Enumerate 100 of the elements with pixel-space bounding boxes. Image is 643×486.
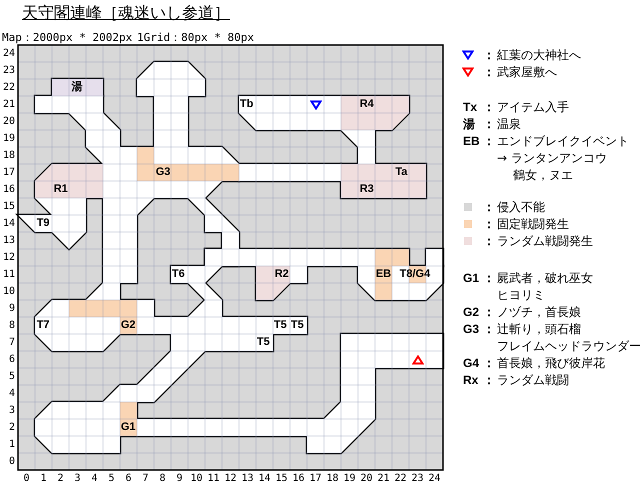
axis-tick-label: 12 [2,252,15,264]
axis-tick-label: 8 [8,320,15,332]
axis-tick-label: 5 [107,473,116,485]
axis-tick-label: 10 [189,473,204,485]
axis-tick-label: 13 [240,473,255,485]
map-label: R1 [54,182,68,197]
axis-tick-label: 2 [56,473,65,485]
axis-tick-label: 0 [8,456,15,468]
colon-separator: ： [483,354,495,372]
axis-tick-label: 23 [2,64,15,76]
axis-tick-label: 24 [2,48,15,60]
axis-tick-label: 22 [2,82,15,94]
axis-tick-label: 18 [325,473,340,485]
legend-text: 温泉 [497,116,521,132]
axis-tick-label: 17 [308,473,323,485]
legend-text: 首長娘，飛び彼岸花 [497,354,605,372]
map-label: Tb [240,97,254,112]
colon-separator: ： [483,216,495,232]
axis-tick-label: 4 [8,388,15,400]
colon-separator: ： [483,64,495,80]
axis-tick-label: 4 [90,473,99,485]
axis-tick-label: 22 [393,473,408,485]
map-label: Ta [395,165,408,180]
colon-separator: ： [483,232,495,250]
colon-separator: ： [483,198,495,216]
axis-tick-label: 18 [2,150,15,162]
axis-tick-label: 7 [8,336,15,348]
legend-text: 固定戦闘発生 [497,216,569,232]
axis-tick-label: 3 [73,473,82,485]
map-label: R3 [360,182,374,197]
axis-tick-label: 20 [359,473,374,485]
axis-tick-label: 16 [291,473,306,485]
legend-key: Tx [463,98,478,116]
axis-tick-label: 12 [223,473,238,485]
colon-separator: ： [483,46,495,64]
legend-key: G3 [463,320,480,338]
axis-tick-label: 13 [2,234,15,246]
axis-tick-label: 0 [22,473,31,485]
legend-text: 屍武者，破れ巫女ヒヨリミ [497,270,593,304]
map-label: G2 [120,318,136,333]
axis-tick-label: 24 [427,473,442,485]
axis-tick-label: 9 [175,473,184,485]
map-label: EB [376,267,392,282]
axis-tick-label: 1 [39,473,48,485]
axis-tick-label: 21 [376,473,391,485]
axis-tick-label: 14 [257,473,272,485]
grid-size-note: 1Grid：80px * 80px [137,32,254,44]
map-label: T9 [36,216,50,231]
axis-tick-label: 21 [2,98,15,110]
map-label: R2 [274,267,289,282]
map-label: T8/G4 [400,267,430,282]
legend-text: ランダム戦闘発生 [497,232,593,250]
axis-tick-label: 17 [2,166,15,178]
axis-tick-label: 19 [2,132,15,144]
legend-key: 湯 [463,116,475,132]
legend-key: G4 [463,354,480,372]
colon-separator: ： [483,116,495,132]
axis-tick-label: 23 [410,473,425,485]
axis-tick-label: 20 [2,116,15,128]
map-size-note: Map：2000px * 2002px [2,32,132,44]
map-label: T5 [256,335,270,350]
axis-tick-label: 9 [8,302,15,314]
title: 天守閣連峰［魂迷いし参道］ [22,3,230,23]
axis-tick-label: 7 [141,473,150,485]
axis-tick-label: 8 [158,473,167,485]
map-label: T5 [290,318,304,333]
legend-key: G2 [463,304,480,320]
map-label: T6 [172,267,185,282]
axis-tick-label: 6 [8,354,15,366]
map-label: 湯 [72,80,83,95]
colon-separator: ： [483,304,495,320]
colon-separator: ： [483,132,495,150]
axis-tick-label: 11 [206,473,221,485]
legend-text: エンドブレイクイベント→ ランタンアンコウ鶴女，ヌエ [497,132,629,184]
colon-separator: ： [483,372,495,388]
axis-tick-label: 2 [8,422,15,434]
map-label: R4 [360,97,374,112]
legend-text: 紅葉の大神社へ [497,46,581,64]
axis-tick-label: 16 [2,184,15,196]
axis-tick-label: 10 [2,286,15,298]
map-label: T7 [36,318,50,333]
colon-separator: ： [483,98,495,116]
legend-key: Rx [463,372,478,388]
legend-text: 侵入不能 [497,198,545,216]
axis-tick-label: 15 [2,200,15,212]
legend-text: アイテム入手 [497,98,569,116]
axis-tick-label: 15 [274,473,289,485]
legend-text: 武家屋敷へ [497,64,557,80]
legend-key: G1 [463,270,480,286]
axis-tick-label: 11 [2,268,15,280]
map-label: G1 [120,420,136,435]
map-label: G3 [156,165,170,180]
colon-separator: ： [483,320,495,338]
legend-text: ノヅチ，首長娘 [497,304,581,320]
map-label: T5 [274,318,287,333]
axis-tick-label: 6 [124,473,133,485]
axis-tick-label: 5 [8,370,15,382]
legend-text: ランダム戦闘 [497,372,569,388]
legend-key: EB [463,132,480,150]
legend-text: 辻斬り，頭石榴フレイムヘッドラウンダー [497,320,641,354]
